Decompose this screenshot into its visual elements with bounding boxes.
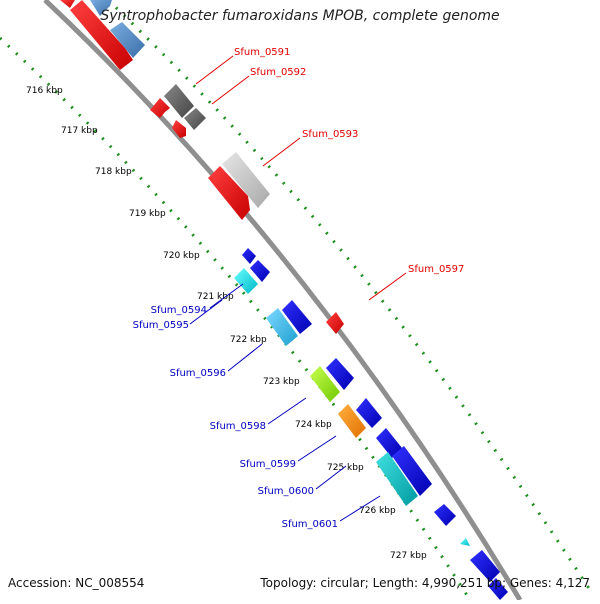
- ruler-tick-label: 716 kbp: [26, 86, 63, 96]
- callout-line-sfum-0598: [267, 397, 307, 425]
- genome-backbone: [43, 0, 523, 602]
- ruler-tick-labels: 716 kbp 717 kbp 718 kbp 719 kbp 720 kbp …: [26, 86, 427, 561]
- ruler-tick-label: 727 kbp: [390, 551, 427, 561]
- ruler-outer-dotted-arc: [0, 36, 472, 601]
- accession-text: Accession: NC_008554: [8, 576, 145, 590]
- gene-arrow-reverse[interactable]: [488, 578, 508, 600]
- ruler-tick-label: 722 kbp: [230, 335, 267, 345]
- gene-label-sfum-0601[interactable]: Sfum_0601: [282, 519, 338, 530]
- gene-arrow-reverse[interactable]: [392, 446, 432, 496]
- gene-block-cyan[interactable]: [234, 268, 258, 294]
- callout-line-sfum-0596: [227, 343, 263, 372]
- gene-labels: Sfum_0591 Sfum_0592 Sfum_0593 Sfum_0597 …: [133, 47, 465, 530]
- gene-block-teal[interactable]: [376, 452, 418, 506]
- gene-block-skyblue[interactable]: [266, 308, 298, 346]
- gene-block-lime[interactable]: [310, 366, 340, 402]
- gene-arrow-reverse[interactable]: [282, 300, 312, 334]
- genome-stats-text: Topology: circular; Length: 4,990,251 bp…: [260, 576, 590, 590]
- callout-line-sfum-0592: [211, 75, 250, 105]
- gene-label-sfum-0593[interactable]: Sfum_0593: [302, 129, 358, 140]
- callout-lines: [189, 55, 407, 522]
- gene-arrow-forward[interactable]: [326, 312, 344, 334]
- callout-line-sfum-0591: [195, 55, 234, 85]
- other-genes: [90, 0, 270, 208]
- gene-block-steelblue[interactable]: [90, 0, 112, 16]
- forward-strand-genes: [60, 0, 344, 334]
- gene-block-gray[interactable]: [164, 84, 194, 118]
- gene-arrow-reverse[interactable]: [356, 398, 382, 428]
- gene-label-sfum-0596[interactable]: Sfum_0596: [170, 368, 226, 379]
- callout-line-sfum-0593: [262, 137, 301, 167]
- ruler-inner-dotted-arc: [106, 0, 592, 591]
- gene-label-sfum-0591[interactable]: Sfum_0591: [234, 47, 290, 58]
- gene-block-cyan[interactable]: [460, 538, 470, 546]
- gene-arrow-reverse[interactable]: [250, 260, 270, 282]
- callout-line-sfum-0595: [189, 299, 223, 325]
- callout-line-sfum-0599: [297, 435, 337, 462]
- ruler-tick-label: 717 kbp: [61, 126, 98, 136]
- callout-line-sfum-0600: [315, 465, 347, 490]
- ruler-tick-label: 721 kbp: [197, 292, 234, 302]
- reverse-strand-genes: [234, 248, 508, 600]
- ruler-tick-label: 718 kbp: [95, 167, 132, 177]
- gene-block-lightgray[interactable]: [222, 152, 270, 208]
- gene-label-sfum-0599[interactable]: Sfum_0599: [240, 459, 296, 470]
- genome-title: Syntrophobacter fumaroxidans MPOB, compl…: [100, 8, 500, 24]
- gene-arrow-forward[interactable]: [70, 0, 133, 70]
- gene-arrow-forward[interactable]: [208, 166, 250, 220]
- gene-label-sfum-0595[interactable]: Sfum_0595: [133, 320, 189, 331]
- gene-arrow-forward[interactable]: [172, 120, 186, 138]
- gene-arrow-forward[interactable]: [150, 98, 170, 118]
- gene-arrow-reverse[interactable]: [326, 358, 354, 390]
- ruler-tick-label: 719 kbp: [129, 209, 166, 219]
- gene-label-sfum-0597[interactable]: Sfum_0597: [408, 264, 464, 275]
- ruler-tick-label: 725 kbp: [327, 463, 364, 473]
- callout-line-sfum-0597: [368, 272, 407, 301]
- gene-arrow-forward[interactable]: [60, 0, 75, 8]
- ruler-tick-label: 723 kbp: [263, 377, 300, 387]
- gene-arrow-reverse[interactable]: [376, 428, 402, 458]
- ruler-tick-label: 724 kbp: [295, 420, 332, 430]
- gene-label-sfum-0598[interactable]: Sfum_0598: [210, 421, 266, 432]
- gene-label-sfum-0594[interactable]: Sfum_0594: [151, 305, 207, 316]
- gene-label-sfum-0600[interactable]: Sfum_0600: [258, 486, 314, 497]
- gene-block-gray[interactable]: [184, 108, 206, 130]
- gene-block-orange[interactable]: [338, 404, 366, 438]
- gene-arrow-reverse[interactable]: [434, 504, 456, 526]
- gene-label-sfum-0592[interactable]: Sfum_0592: [250, 67, 306, 78]
- callout-line-sfum-0594: [209, 283, 244, 309]
- ruler-tick-label: 720 kbp: [163, 251, 200, 261]
- callout-line-sfum-0601: [339, 495, 381, 522]
- ruler-tick-label: 726 kbp: [359, 506, 396, 516]
- gene-arrow-reverse[interactable]: [242, 248, 256, 264]
- gene-arrow-reverse[interactable]: [470, 550, 500, 582]
- gene-block-steelblue[interactable]: [110, 22, 145, 58]
